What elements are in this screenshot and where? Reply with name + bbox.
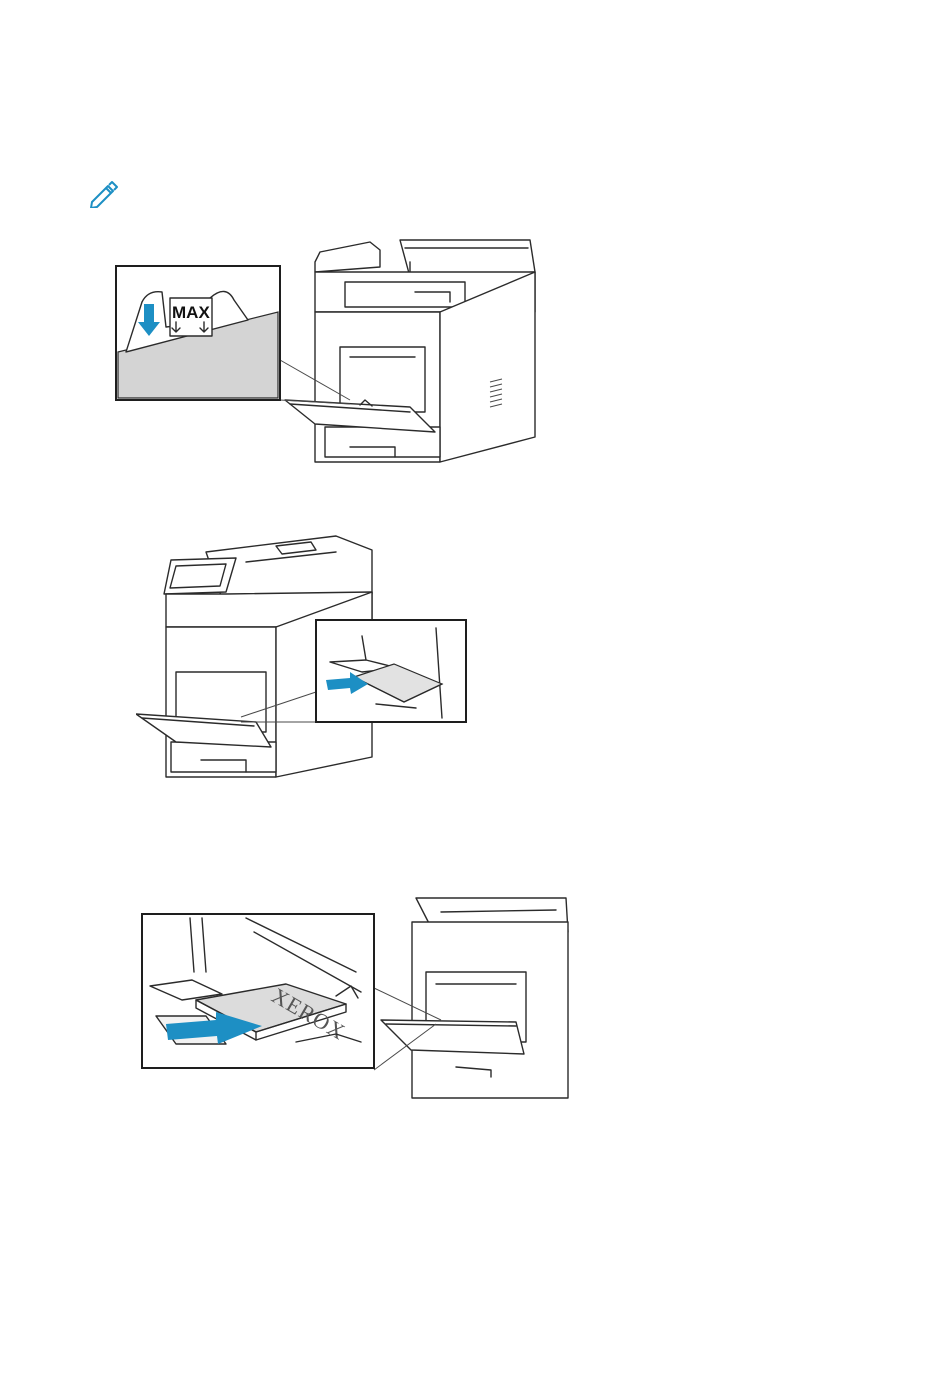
max-label: MAX: [172, 303, 210, 322]
figure-load-paper-tray: [136, 532, 476, 792]
figure-max-fill-line: MAX: [110, 232, 550, 482]
pencil-note-icon: [86, 178, 120, 208]
figure-insert-paper-stack: XEROX: [136, 892, 576, 1107]
